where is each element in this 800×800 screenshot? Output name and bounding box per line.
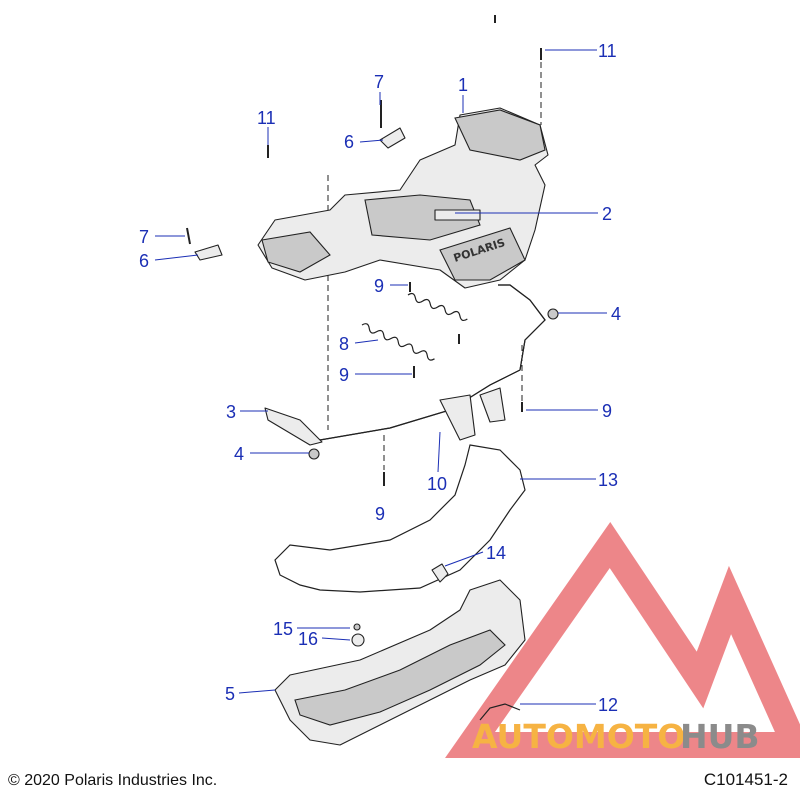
- callout-2: 2: [602, 204, 612, 224]
- seat-frame-rod-part: [264, 284, 546, 446]
- watermark-word-b: HUB: [680, 717, 760, 756]
- callout-15: 15: [273, 619, 293, 639]
- callout-7-upper: 7: [374, 72, 384, 92]
- callout-labels: 1 2 3 4 4 5 6 6 7 7 8 9 9 9 9 10 11 11 1…: [139, 41, 621, 715]
- watermark-logo: AUTOMOTO HUB: [445, 521, 800, 758]
- callout-4-upper: 4: [611, 304, 621, 324]
- wire-loop-part: [274, 444, 526, 593]
- callout-9-d: 9: [375, 504, 385, 524]
- hardware-parts: [186, 15, 559, 721]
- callout-9-a: 9: [374, 276, 384, 296]
- callout-11-left: 11: [257, 108, 276, 128]
- callout-7-lower: 7: [139, 227, 149, 247]
- callout-3: 3: [226, 402, 236, 422]
- storage-tub-part: [274, 579, 526, 746]
- seat-base-part: POLARIS: [257, 107, 549, 289]
- callout-10: 10: [427, 474, 447, 494]
- callout-13: 13: [598, 470, 618, 490]
- callout-14: 14: [486, 543, 506, 563]
- callout-6-lower: 6: [139, 251, 149, 271]
- callout-8: 8: [339, 334, 349, 354]
- callout-16: 16: [298, 629, 318, 649]
- callout-9-b: 9: [339, 365, 349, 385]
- watermark-triangle-icon: [445, 521, 800, 758]
- diagram-id: C101451-2: [703, 770, 788, 789]
- callout-9-c: 9: [602, 401, 612, 421]
- callout-4-lower: 4: [234, 444, 244, 464]
- copyright-notice: © 2020 Polaris Industries Inc.: [8, 772, 218, 789]
- callout-11-right: 11: [598, 41, 617, 61]
- spring-parts: [361, 292, 468, 361]
- leader-lines: [154, 49, 607, 705]
- callout-6-upper: 6: [344, 132, 354, 152]
- callout-1: 1: [458, 75, 468, 95]
- watermark-word-a: AUTOMOTO: [472, 717, 685, 756]
- callout-12: 12: [598, 695, 618, 715]
- callout-5: 5: [225, 684, 235, 704]
